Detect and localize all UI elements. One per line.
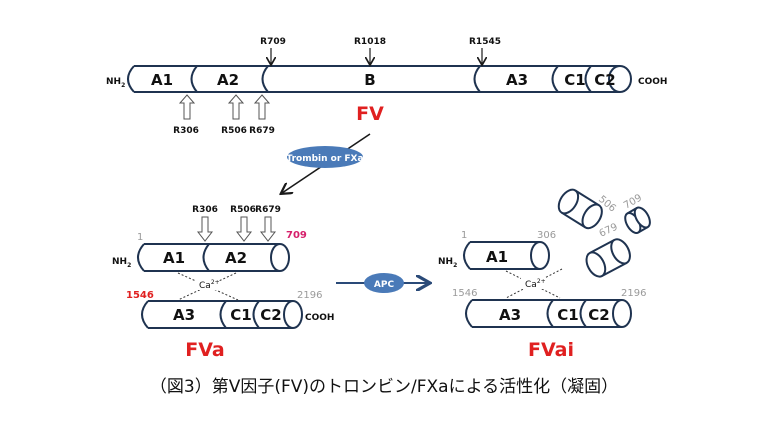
fvai-molecule: NH2 A1 1 306 Ca2+ A3 C1 C2 1546 2196 506 (438, 188, 651, 361)
fv-segment-b: B (364, 71, 375, 89)
fva-segment-a1: A1 (163, 249, 185, 267)
fva-segment-c2: C2 (260, 306, 281, 324)
fva-heavy-chain-body (137, 243, 280, 272)
fva-segment-a3: A3 (173, 306, 195, 324)
fv-segment-c2: C2 (594, 71, 615, 89)
activation-enzyme-badge (287, 146, 363, 168)
hollow-arrow-down-icon (259, 216, 277, 242)
fragment-679-label: 679 (598, 222, 620, 240)
fvai-divider-c1-c2 (579, 299, 587, 328)
fva-apc-site-r306: R306 (192, 205, 218, 215)
hollow-arrow-up-icon (178, 94, 196, 120)
fv-divider-b-a3 (473, 65, 481, 93)
fva-light-chain-end (283, 300, 303, 329)
fvai-light-chain-end (612, 299, 632, 328)
fv-cooh-label: COOH (638, 77, 667, 87)
fvai-light-chain-body (465, 299, 622, 328)
hollow-arrow-down-icon (196, 216, 214, 242)
fva-divider-a1-a2 (202, 243, 210, 272)
fv-divider-a1-a2 (190, 65, 198, 93)
fva-heavy-end: 709 (286, 230, 307, 241)
fvai-segment-a1: A1 (486, 248, 508, 266)
fv-segment-a3: A3 (506, 71, 528, 89)
inactivation-enzyme-label: APC (374, 280, 395, 290)
fva-heavy-chain-end (270, 243, 290, 272)
fv-segment-a2: A2 (217, 71, 239, 89)
fva-nh2-label: NH2 (112, 257, 131, 269)
fva-light-chain-body (141, 300, 293, 329)
fvai-title: FVai (528, 339, 574, 361)
fva-divider-c1-c2 (252, 300, 260, 329)
fvai-heavy-end: 306 (537, 230, 556, 241)
hollow-arrow-down-icon (235, 216, 253, 242)
fva-heavy-start: 1 (137, 232, 143, 243)
calcium-bridge (177, 272, 237, 301)
fva-divider-a3-c1 (219, 300, 227, 329)
fragment-506 (557, 188, 603, 230)
fv-apc-site-r506: R506 (221, 126, 247, 136)
hollow-arrow-up-icon (227, 94, 245, 120)
fva-apc-site-r679: R679 (255, 205, 281, 215)
fv-title: FV (356, 103, 384, 125)
fvai-segment-c1: C1 (557, 306, 578, 324)
fvai-nh2-label: NH2 (438, 257, 457, 269)
fvai-segment-a3: A3 (499, 306, 521, 324)
fvai-segment-c2: C2 (588, 306, 609, 324)
fv-apc-site-r679: R679 (249, 126, 275, 136)
fva-molecule: NH2 A1 A2 1 709 R306 R506 R679 Ca2+ A3 C… (112, 205, 334, 361)
fragment-709 (624, 206, 651, 234)
hollow-arrow-up-icon (253, 94, 271, 120)
fv-site-r1545: R1545 (469, 37, 501, 47)
fva-calcium-label: Ca2+ (199, 279, 220, 291)
fvai-light-start: 1546 (452, 288, 477, 299)
fvai-divider-a3-c1 (546, 299, 554, 328)
fvai-heavy-chain-end (530, 241, 550, 270)
fvai-calcium-label: Ca2+ (525, 278, 546, 290)
inactivation-step: APC (336, 273, 428, 293)
fv-segment-a1: A1 (151, 71, 173, 89)
fv-site-r709: R709 (260, 37, 286, 47)
fv-cylinder-end (608, 65, 632, 93)
figure-caption: （図3）第V因子(FV)のトロンビン/FXaによる活性化（凝固） (149, 377, 619, 397)
fvai-heavy-chain-body (463, 241, 540, 270)
fvai-light-end: 2196 (621, 288, 646, 299)
fv-apc-site-r306: R306 (173, 126, 199, 136)
fva-cooh-label: COOH (305, 313, 334, 323)
fva-segment-a2: A2 (225, 249, 247, 267)
fva-light-end: 2196 (297, 290, 322, 301)
fv-divider-c1-c2 (584, 65, 592, 93)
inactivation-enzyme-badge (364, 273, 404, 293)
fv-divider-a2-b (261, 65, 269, 93)
fva-light-start: 1546 (126, 290, 154, 301)
activation-step: Trombin or FXa (282, 133, 371, 193)
fva-segment-c1: C1 (230, 306, 251, 324)
fva-apc-site-r506: R506 (230, 205, 256, 215)
fvai-heavy-start: 1 (461, 230, 467, 241)
fv-segment-c1: C1 (564, 71, 585, 89)
fv-molecule: NH2 A1 A2 B A3 C1 C2 COOH R709 R1018 R15… (106, 37, 667, 136)
fv-divider-a3-c1 (551, 65, 559, 93)
fva-title: FVa (185, 339, 224, 361)
calcium-bridge (505, 268, 563, 299)
fv-site-r1018: R1018 (354, 37, 386, 47)
fv-cylinder-body (127, 65, 620, 93)
fragment-679 (585, 238, 631, 278)
fv-nh2-label: NH2 (106, 77, 125, 89)
activation-enzyme-label: Trombin or FXa (286, 154, 363, 164)
